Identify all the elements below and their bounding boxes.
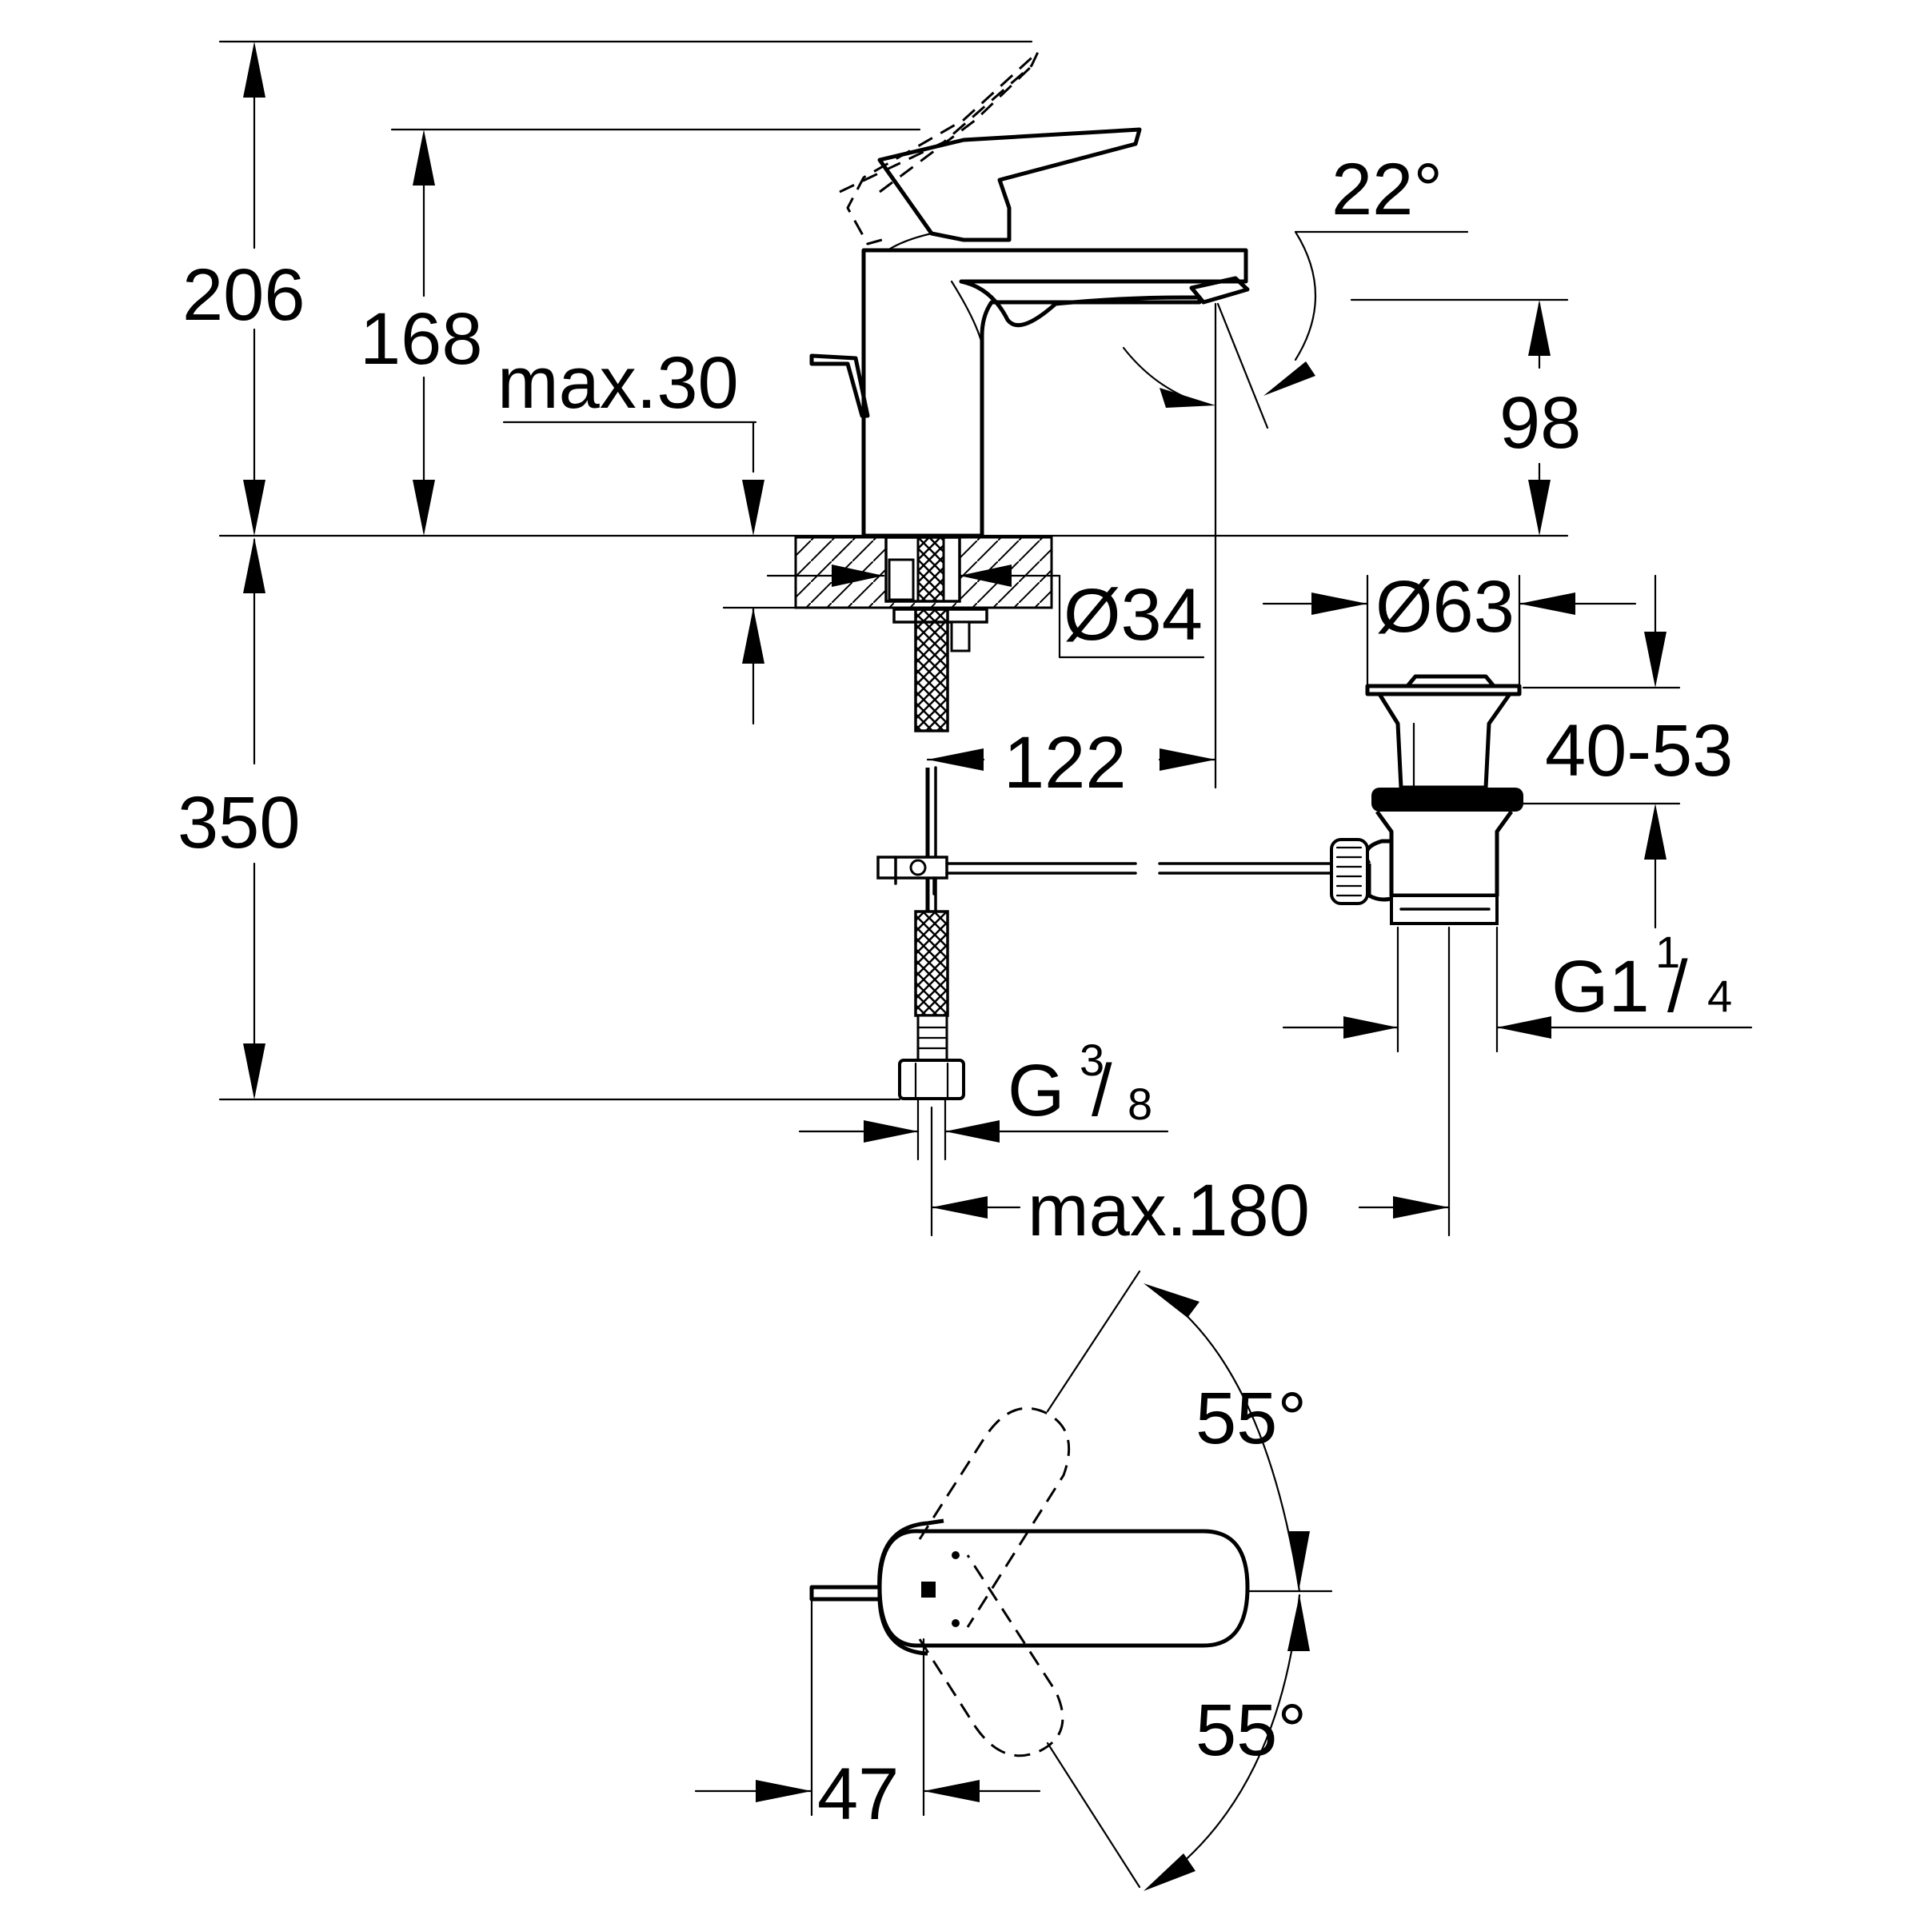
dim-47: 47: [817, 1753, 899, 1835]
top-lever-rotated-down: [918, 1554, 1064, 1757]
dim-waste-diameter: Ø63: [1375, 566, 1515, 648]
dim-122: 122: [1004, 722, 1127, 804]
dim-hose-thread-num: 3: [1080, 1035, 1104, 1085]
dim-206: 206: [182, 254, 305, 336]
dim-max30: max.30: [497, 342, 739, 424]
lever-raised-outline: [839, 50, 1040, 245]
dim-168: 168: [360, 298, 483, 380]
faucet-body: [861, 248, 1248, 538]
dim-hose-thread-den: 8: [1128, 1079, 1152, 1129]
dim-22-deg: 22°: [1331, 149, 1443, 230]
popup-rod: [809, 353, 870, 418]
top-view: [694, 1270, 1333, 1891]
hose-nut: [898, 1059, 965, 1100]
dim-waste-thread-den: 4: [1707, 971, 1732, 1021]
dim-55-up: 55°: [1196, 1378, 1307, 1459]
aerator: [1189, 276, 1250, 305]
dimension-labels: 206 168 max.30 22° 98 Ø34 Ø63 40-53 122 …: [178, 149, 1733, 1835]
dim-hose-thread: G: [1008, 1050, 1065, 1131]
dim-55-down: 55°: [1196, 1690, 1307, 1771]
rod-clamp: [876, 856, 948, 880]
dim-40-53: 40-53: [1545, 710, 1733, 792]
fraction-slash: /: [1092, 1050, 1112, 1131]
dim-waste-thread-num: 1: [1655, 927, 1680, 977]
dim-98: 98: [1499, 382, 1581, 464]
dim-max180: max.180: [1028, 1170, 1310, 1251]
waste-assembly: [1330, 674, 1523, 925]
top-lever-rotated-up: [918, 1406, 1071, 1628]
lever-handle: [877, 127, 1142, 242]
supply-hose-lower: [914, 910, 949, 1017]
dim-350: 350: [178, 782, 301, 864]
fraction-slash: /: [1667, 946, 1688, 1027]
supply-hose-upper: [914, 608, 949, 732]
dim-waste-thread: G1: [1551, 946, 1650, 1027]
popup-knob: [1330, 838, 1369, 905]
side-elevation: [218, 40, 1753, 1237]
dim-hole-diameter: Ø34: [1064, 574, 1203, 656]
